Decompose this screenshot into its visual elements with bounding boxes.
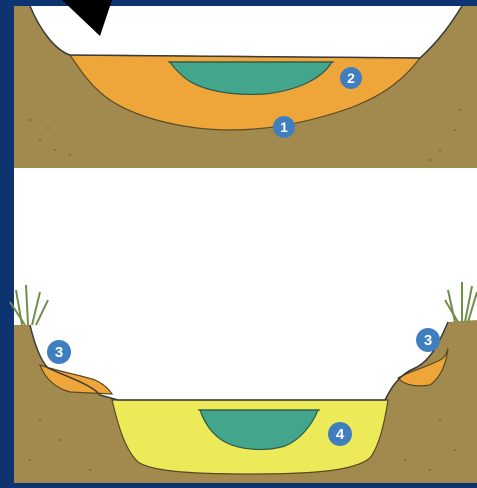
marker-4-label: 4 — [336, 426, 345, 443]
marker-3-left: 3 — [47, 340, 71, 364]
marker-3-right-label: 3 — [424, 332, 432, 349]
marker-2-label: 2 — [347, 70, 355, 86]
marker-3-right: 3 — [416, 328, 440, 352]
marker-1-label: 1 — [280, 119, 288, 135]
panel-divider — [14, 168, 477, 172]
marker-1: 1 — [273, 116, 295, 138]
bottom-panel — [10, 172, 477, 483]
marker-2: 2 — [340, 67, 362, 89]
marker-3-left-label: 3 — [55, 344, 63, 361]
marker-4: 4 — [328, 422, 352, 446]
top-panel — [14, 6, 477, 168]
